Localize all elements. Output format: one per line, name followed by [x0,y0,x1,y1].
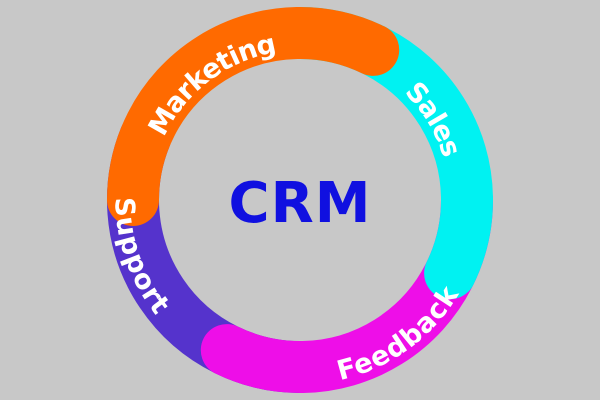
segment-marketing [107,7,400,226]
center-title: CRM [229,171,372,236]
segment-layer [107,7,493,393]
